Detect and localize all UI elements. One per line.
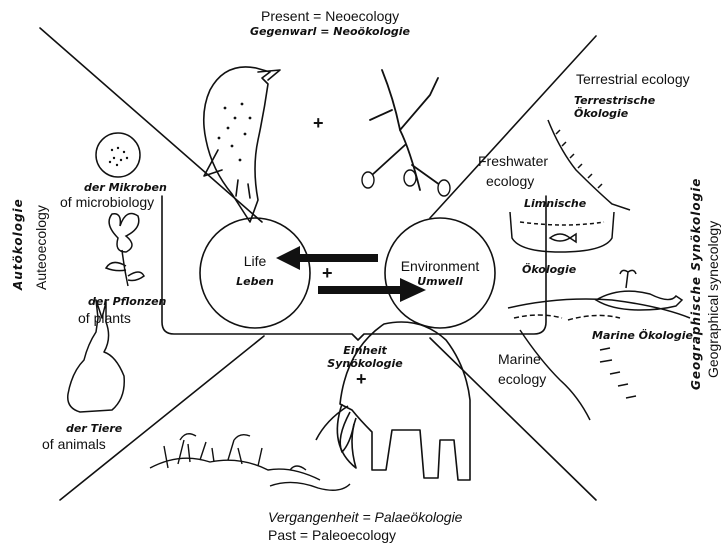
- bird-drawing: [204, 67, 280, 222]
- limnic-german-label-1: Limnische: [524, 198, 586, 210]
- diagonal-top-right: [430, 36, 596, 218]
- microbes-german-label: der Mikroben: [84, 182, 167, 194]
- terrestrial-german-label-2: Ökologie: [574, 108, 628, 120]
- marine-whale-drawing: [508, 270, 690, 420]
- bird-speckles: [218, 103, 252, 162]
- marine-german-label: Marine Ökologie: [592, 330, 693, 342]
- einheit-label: Einheit: [330, 345, 400, 357]
- microbe-dish-drawing: [96, 133, 140, 177]
- animals-english-label: of animals: [42, 437, 106, 452]
- freshwater-english-label-1: Freshwater: [478, 154, 548, 169]
- bottom-german-label: Vergangenheit = Palaeökologie: [268, 510, 462, 525]
- left-vertical-english: Auteoecology: [34, 205, 49, 290]
- limnic-german-label-2: Ökologie: [522, 264, 576, 276]
- left-vertical-german: Autökologie: [12, 198, 25, 290]
- life-circle: [200, 218, 310, 328]
- terrestrial-german-label-1: Terrestrische: [574, 95, 655, 107]
- top-english-label: Present = Neoecology: [261, 9, 399, 24]
- leben-label: Leben: [230, 276, 280, 288]
- marine-english-label-1: Marine: [498, 352, 541, 367]
- terrestrial-english-label: Terrestrial ecology: [576, 72, 690, 87]
- landscape-drawing: [150, 434, 350, 491]
- bottom-plus-sign: +: [356, 370, 367, 390]
- diagonal-bottom-left: [60, 336, 264, 500]
- top-german-label: Gegenwarl = Neoökologie: [250, 26, 410, 38]
- center-plus-sign: +: [322, 264, 333, 284]
- microbes-english-label: of microbiology: [60, 195, 154, 210]
- limnic-basin-drawing: [510, 212, 614, 252]
- right-vertical-german: Geographische Synökologie: [690, 178, 703, 390]
- plants-english-label: of plants: [78, 311, 131, 326]
- bottom-english-label: Past = Paleoecology: [268, 528, 396, 543]
- environment-label: Environment: [392, 259, 488, 274]
- animals-german-label: der Tiere: [66, 423, 122, 435]
- umwelt-label: Umwell: [410, 276, 470, 288]
- freshwater-english-label-2: ecology: [486, 174, 534, 189]
- marine-english-label-2: ecology: [498, 372, 546, 387]
- center-bracket: [162, 196, 546, 340]
- plant-sprig-drawing: [370, 70, 440, 190]
- life-label: Life: [235, 254, 275, 269]
- top-plus-sign: +: [313, 114, 324, 134]
- right-vertical-english: Geographical synecology: [706, 221, 721, 378]
- flower-drawing: [106, 214, 144, 286]
- plants-german-label: der Pflonzen: [88, 296, 166, 308]
